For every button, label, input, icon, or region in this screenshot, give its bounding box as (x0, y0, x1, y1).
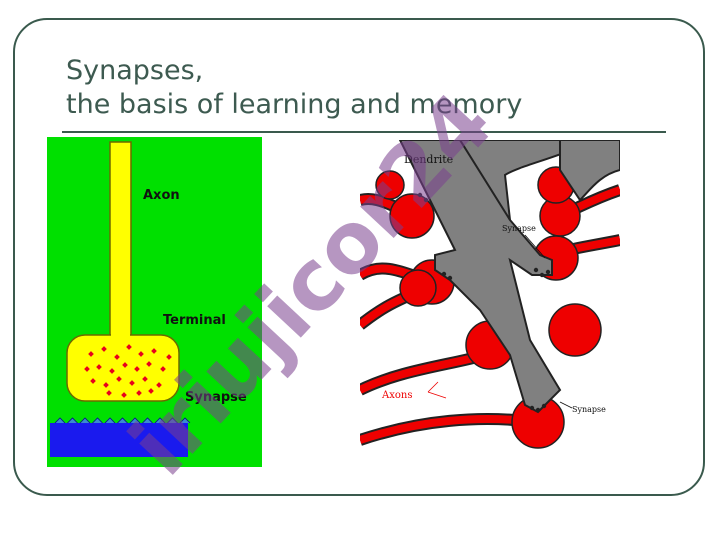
vesicle (136, 390, 142, 396)
pointer-axons (427, 381, 447, 399)
vesicle (122, 362, 128, 368)
dendrite-branch-right (559, 140, 620, 202)
vesicle (156, 382, 162, 388)
slide-frame (13, 18, 705, 496)
vesicle (160, 366, 166, 372)
axon-terminal-joint (111, 333, 130, 339)
label-synapse: Synapse (185, 390, 247, 405)
label-synapse-upper: Synapse (502, 224, 536, 233)
pointer-synapse-lower (559, 401, 573, 409)
label-axon: Axon (143, 188, 180, 203)
dendrite-synapse-diagram: Dendrite Synapse Axons Synapse (360, 140, 620, 458)
vesicle (151, 348, 157, 354)
dendrite-main (398, 140, 562, 414)
axon-terminal-diagram: Axon Terminal Synapse (47, 137, 262, 467)
axon-shaft (109, 141, 132, 343)
receptor (117, 417, 128, 424)
axon-terminals (375, 166, 602, 449)
vesicle (166, 354, 172, 360)
receptor (142, 417, 153, 424)
receptor (154, 417, 166, 424)
label-terminal: Terminal (163, 313, 226, 328)
postsynaptic-membrane (50, 423, 188, 457)
slide-title: Synapses, the basis of learning and memo… (66, 54, 522, 122)
receptor (67, 417, 78, 424)
membrane-receptors (54, 417, 191, 424)
receptor (129, 417, 141, 424)
receptor (92, 417, 103, 424)
receptor (104, 417, 116, 424)
diagram-background (47, 137, 262, 467)
vesicle (142, 376, 148, 382)
vesicle (114, 354, 120, 360)
vesicle (148, 388, 154, 394)
label-synapse-lower: Synapse (572, 405, 606, 414)
vesicle (146, 361, 152, 367)
pointer-synapse-upper (524, 234, 546, 259)
vesicle (121, 392, 127, 398)
title-line-2: the basis of learning and memory (66, 89, 523, 120)
receptor (54, 417, 66, 424)
vesicle (134, 366, 140, 372)
receptor (179, 417, 191, 424)
vesicle (126, 344, 132, 350)
title-line-1: Synapses, (66, 55, 204, 86)
vesicle (116, 376, 122, 382)
label-axons: Axons (381, 390, 412, 401)
receptor (79, 417, 91, 424)
vesicle (138, 351, 144, 357)
label-dendrite: Dendrite (404, 153, 453, 166)
synapse-contacts (417, 192, 551, 413)
vesicle (129, 380, 135, 386)
title-underline (62, 131, 666, 133)
receptor (167, 417, 178, 424)
synaptic-vesicles (84, 344, 172, 398)
